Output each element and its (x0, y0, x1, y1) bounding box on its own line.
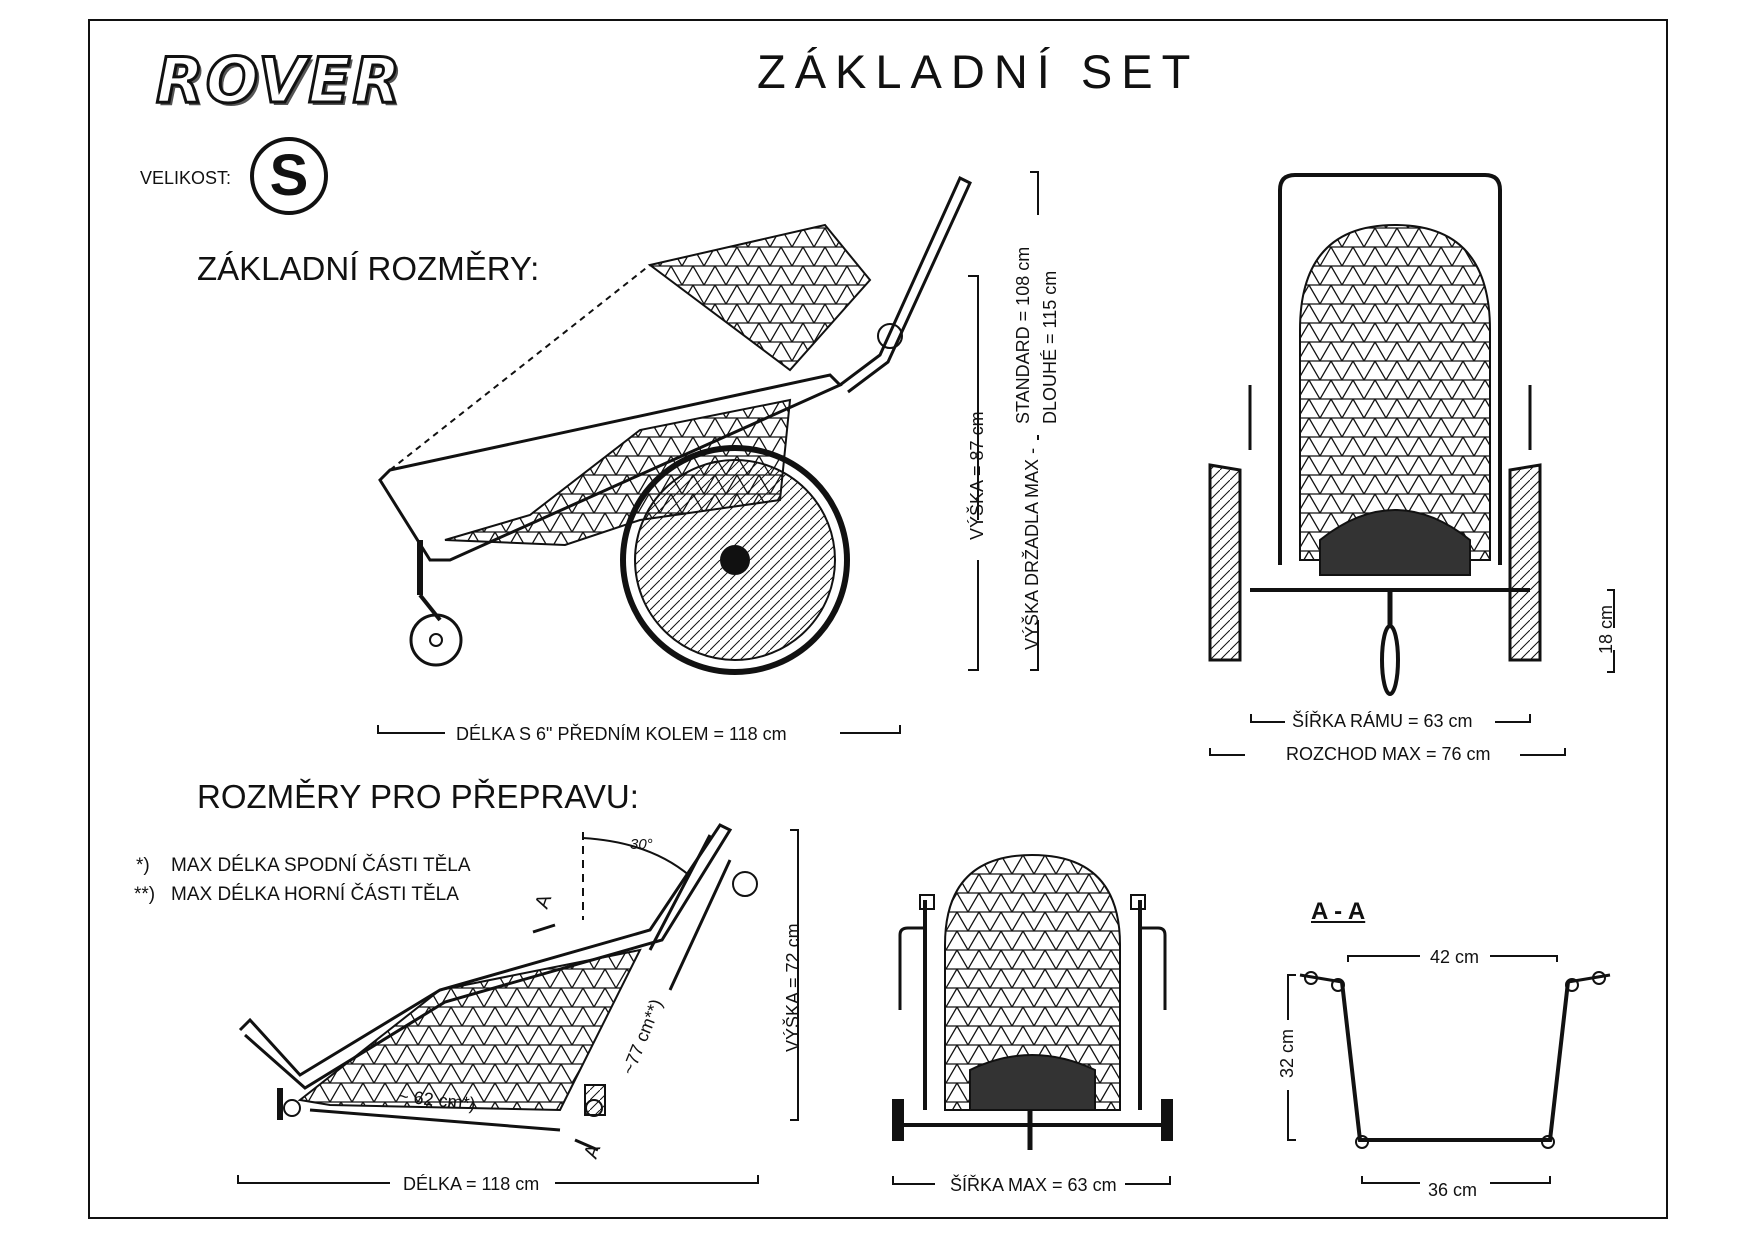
transport-dimensions-heading: ROZMĚRY PRO PŘEPRAVU: (197, 778, 639, 815)
transport-side-view (238, 823, 758, 1152)
rear-front-wheel (1380, 624, 1400, 696)
note1-text: MAX DÉLKA SPODNÍ ČÁSTI TĚLA (171, 855, 471, 876)
section-top-dimline (1347, 955, 1558, 962)
rear-view-trailer (1208, 173, 1542, 696)
transport-length-label: DÉLKA = 118 cm (403, 1174, 540, 1194)
side-front-wheel (409, 613, 463, 667)
rear-handle-frame (1278, 173, 1502, 565)
basic-dimensions-heading: ZÁKLADNÍ ROZMĚRY: (197, 250, 540, 287)
transport-rear-view (892, 853, 1173, 1150)
side-cover-mesh (647, 223, 872, 372)
track-max-label: ROZCHOD MAX = 76 cm (1286, 744, 1491, 764)
basic-height-dimline (968, 275, 979, 671)
transport-width-dimline (892, 1176, 1171, 1185)
side-handle-bar (839, 175, 972, 394)
transport-handle-joint (732, 871, 758, 897)
rover-logo: ROVER (154, 43, 403, 119)
section-bottom-dimline (1361, 1176, 1551, 1184)
section-depth-dimline (1287, 974, 1296, 1141)
rear-right-wheel (1508, 463, 1542, 662)
side-view-trailer (378, 175, 972, 675)
note2-mark: **) (134, 884, 156, 905)
handle-joint (877, 323, 903, 349)
handle-height-dimline (1030, 171, 1039, 671)
rear-left-wheel (1208, 463, 1242, 662)
transport-width-label: ŠÍŘKA MAX = 63 cm (950, 1175, 1117, 1195)
note1-mark: *) (136, 855, 150, 876)
rear-seat-opening (1319, 509, 1471, 576)
transport-length-dimline (237, 1175, 759, 1184)
section-bottom-width-label: 36 cm (1428, 1180, 1478, 1200)
transport-body-mesh (297, 948, 642, 1112)
section-a-a (1299, 971, 1611, 1149)
section-title: A - A (1311, 898, 1366, 925)
rear-body-mesh (1299, 223, 1491, 561)
section-top-width-label: 42 cm (1430, 947, 1480, 967)
basic-length-label: DÉLKA S 6" PŘEDNÍM KOLEM = 118 cm (456, 724, 787, 744)
transport-handle-bars (648, 834, 732, 991)
frame-width-label: ŠÍŘKA RÁMU = 63 cm (1292, 711, 1473, 731)
size-label: VELIKOST: (140, 168, 232, 188)
transport-rear-mesh (944, 853, 1121, 1111)
transport-height-dimline (790, 829, 799, 1121)
note2-text: MAX DÉLKA HORNÍ ČÁSTI TĚLA (171, 884, 459, 905)
page-title: ZÁKLADNÍ SET (757, 45, 1200, 98)
track-max-dimline (1209, 748, 1566, 756)
size-badge: S (250, 137, 328, 215)
ground-clearance-dimline (1607, 589, 1615, 673)
side-main-wheel (620, 445, 850, 675)
frame-width-dimline (1250, 714, 1531, 723)
basic-length-dimline (377, 725, 901, 734)
drawing-frame (88, 19, 1668, 1219)
angle-label: 30° (630, 836, 653, 853)
section-profile (1340, 981, 1570, 1142)
